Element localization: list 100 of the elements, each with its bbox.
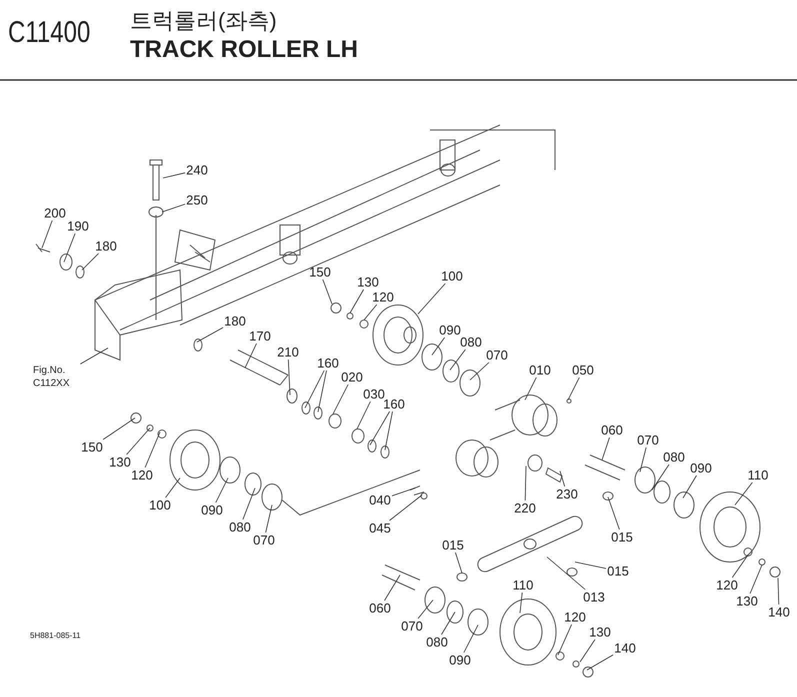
leader-line bbox=[520, 592, 523, 614]
leader-line bbox=[64, 233, 76, 262]
callout-number: 120 bbox=[372, 290, 394, 304]
leader-line bbox=[546, 556, 586, 590]
callout-number: 160 bbox=[383, 398, 405, 410]
leader-line bbox=[384, 411, 393, 450]
callout-number: 080 bbox=[229, 520, 251, 534]
leader-line bbox=[370, 411, 390, 446]
callout-number: 130 bbox=[109, 456, 131, 468]
code-title: C11400 bbox=[8, 18, 90, 48]
callout-number: 170 bbox=[249, 330, 271, 342]
leader-line bbox=[196, 327, 224, 342]
leader-line bbox=[356, 401, 371, 430]
callout-number: 060 bbox=[369, 602, 391, 614]
leader-line bbox=[165, 478, 180, 498]
callout-number: 180 bbox=[95, 240, 117, 252]
callout-number: 200 bbox=[44, 206, 66, 220]
leader-line bbox=[418, 283, 446, 314]
callout-number: 140 bbox=[768, 606, 790, 618]
leader-line bbox=[144, 432, 160, 468]
leader-line bbox=[244, 343, 257, 368]
callout-number: 150 bbox=[81, 440, 103, 454]
callout-number: 100 bbox=[441, 270, 463, 282]
leader-line bbox=[734, 482, 753, 506]
leader-line bbox=[568, 377, 580, 400]
leader-line bbox=[586, 654, 614, 670]
callout-number: 110 bbox=[512, 578, 534, 592]
callout-number: 190 bbox=[67, 220, 89, 232]
leader-line bbox=[560, 470, 566, 487]
leader-line bbox=[162, 204, 186, 212]
callout-number: 090 bbox=[690, 462, 712, 474]
leader-line bbox=[265, 504, 272, 533]
callout-number: 130 bbox=[357, 276, 379, 288]
leader-line bbox=[455, 552, 462, 574]
leader-line bbox=[450, 349, 466, 370]
callout-number: 080 bbox=[426, 636, 448, 648]
leader-line bbox=[418, 600, 434, 619]
leader-line bbox=[389, 494, 422, 521]
callout-number: 090 bbox=[439, 324, 461, 336]
callout-number: 030 bbox=[363, 388, 385, 400]
callout-number: 110 bbox=[748, 468, 768, 482]
leader-line bbox=[215, 478, 228, 503]
leader-line bbox=[162, 172, 186, 178]
drawing-number: 5H881-085-11 bbox=[30, 632, 81, 640]
leader-line bbox=[608, 496, 620, 530]
callout-number: 080 bbox=[460, 336, 482, 348]
leader-line bbox=[332, 384, 348, 414]
korean-title: 트럭롤러(좌측) bbox=[130, 10, 277, 32]
callout-number: 010 bbox=[529, 364, 551, 376]
leader-line bbox=[432, 337, 445, 356]
leader-line bbox=[464, 624, 478, 653]
callout-number: 100 bbox=[149, 498, 171, 512]
callout-number: 180 bbox=[224, 314, 246, 328]
leader-line bbox=[750, 564, 762, 594]
figure-reference: Fig.No. C112XX bbox=[33, 365, 81, 390]
callout-number: 120 bbox=[131, 468, 153, 482]
leader-line bbox=[126, 428, 150, 455]
callout-number: 150 bbox=[309, 266, 331, 278]
leader-line bbox=[350, 289, 364, 314]
callout-number: 050 bbox=[572, 364, 594, 376]
leader-line bbox=[682, 475, 697, 498]
callout-number: 250 bbox=[186, 194, 208, 206]
callout-number: 040 bbox=[369, 494, 391, 506]
callout-number: 020 bbox=[341, 370, 363, 384]
leader-line bbox=[778, 578, 780, 605]
title: TRACK ROLLER LH bbox=[130, 38, 358, 62]
callout-number: 013 bbox=[583, 590, 605, 604]
leader-line bbox=[80, 348, 108, 364]
leader-line bbox=[524, 377, 537, 400]
leader-line bbox=[580, 639, 596, 662]
callout-number: 045 bbox=[369, 522, 391, 534]
callout-number: 015 bbox=[611, 530, 633, 544]
callout-number: 230 bbox=[556, 488, 578, 500]
leader-line bbox=[288, 359, 290, 396]
leader-line bbox=[304, 370, 325, 408]
leader-line bbox=[242, 488, 256, 520]
leader-line bbox=[574, 562, 606, 569]
callout-number: 080 bbox=[663, 450, 685, 464]
leader-line bbox=[322, 279, 332, 304]
leader-line bbox=[652, 464, 670, 490]
leader-line bbox=[732, 554, 748, 578]
callout-number: 160 bbox=[317, 356, 339, 370]
leader-line bbox=[82, 253, 99, 270]
callout-number: 070 bbox=[253, 534, 275, 546]
callout-number: 070 bbox=[637, 434, 659, 446]
leader-line bbox=[318, 370, 327, 412]
callout-number: 240 bbox=[186, 164, 208, 176]
leader-line bbox=[392, 488, 416, 496]
leader-line bbox=[640, 447, 646, 472]
callout-number: 015 bbox=[607, 564, 629, 578]
leader-line bbox=[470, 362, 490, 380]
callout-number: 120 bbox=[564, 610, 586, 624]
leader-line bbox=[364, 304, 378, 320]
callout-number: 090 bbox=[201, 504, 223, 516]
callout-number: 060 bbox=[601, 424, 623, 436]
leader-line bbox=[558, 624, 572, 656]
leader-line bbox=[524, 466, 526, 501]
callout-number: 015 bbox=[442, 538, 464, 552]
callout-number: 140 bbox=[614, 642, 636, 654]
callout-number: 130 bbox=[589, 626, 611, 638]
